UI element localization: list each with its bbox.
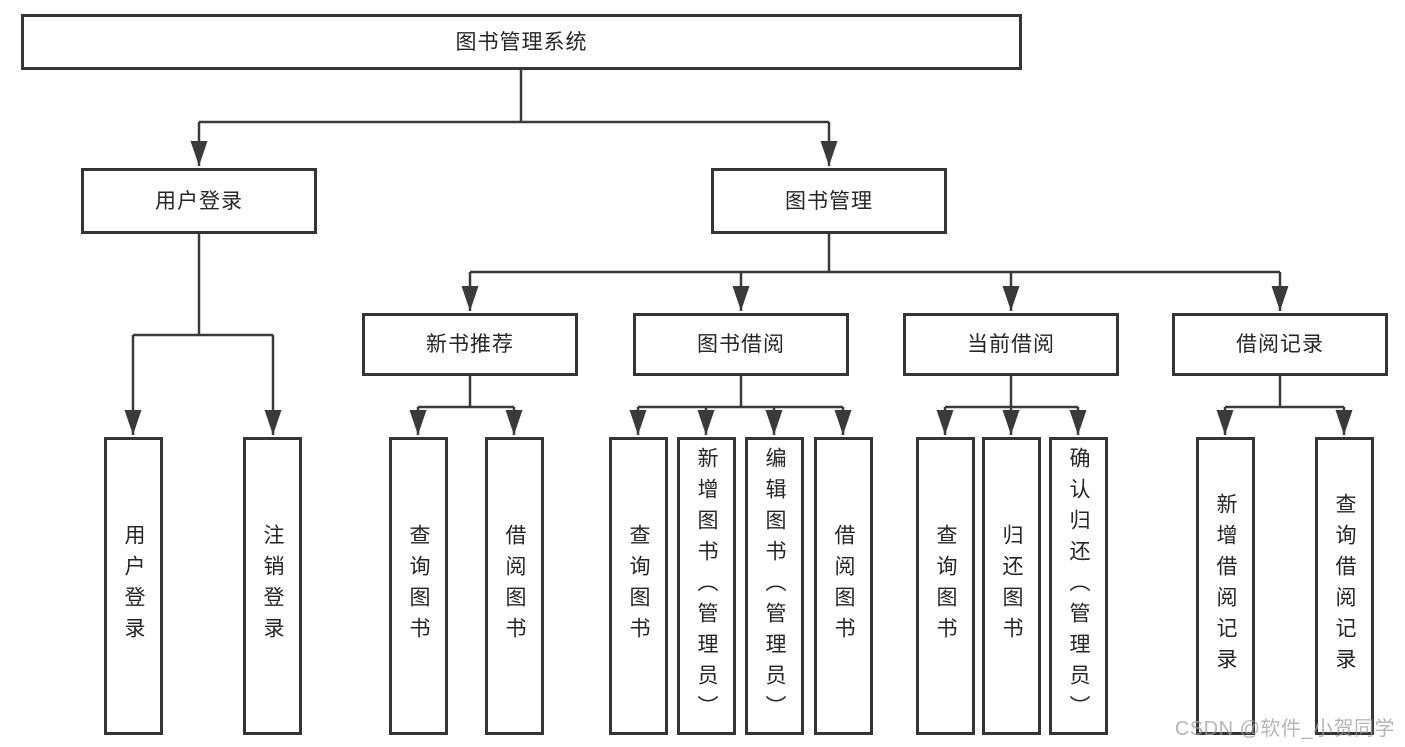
node-borrowing-records: 借阅记录 — [1172, 313, 1388, 376]
node-label: 新书推荐 — [426, 333, 514, 356]
leaf-query-books-borrowing: 查询图书 — [609, 437, 668, 735]
node-new-book-recommend: 新书推荐 — [362, 313, 578, 376]
leaf-logout: 注销登录 — [243, 437, 302, 735]
leaf-add-books-admin: 新增图书（管理员） — [677, 437, 736, 735]
node-library-system: 图书管理系统 — [21, 14, 1022, 70]
node-label: 借阅图书 — [503, 524, 526, 648]
node-label: 借阅图书 — [832, 524, 855, 648]
watermark-text: CSDN @软件_小贺同学 — [1174, 718, 1395, 740]
node-label: 确认归还（管理员） — [1067, 446, 1090, 726]
leaf-query-borrow-record: 查询借阅记录 — [1315, 437, 1374, 735]
leaf-borrow-books-recommend: 借阅图书 — [485, 437, 544, 735]
node-book-borrowing: 图书借阅 — [633, 313, 849, 376]
leaf-user-login: 用户登录 — [104, 437, 163, 735]
node-label: 注销登录 — [261, 524, 284, 648]
leaf-query-books-recommend: 查询图书 — [389, 437, 448, 735]
node-label: 用户登录 — [122, 524, 145, 648]
node-user-login: 用户登录 — [81, 168, 317, 234]
node-book-management: 图书管理 — [711, 168, 947, 234]
leaf-confirm-return-admin: 确认归还（管理员） — [1049, 437, 1108, 735]
node-label: 查询图书 — [627, 524, 650, 648]
leaf-edit-books-admin: 编辑图书（管理员） — [745, 437, 804, 735]
node-label: 图书管理 — [785, 189, 873, 213]
connector-arrows — [124, 122, 1353, 435]
leaf-query-books-current: 查询图书 — [916, 437, 975, 735]
node-label: 查询借阅记录 — [1333, 493, 1356, 679]
node-label: 编辑图书（管理员） — [763, 446, 786, 726]
node-current-borrowing: 当前借阅 — [903, 313, 1119, 376]
node-label: 新增图书（管理员） — [695, 446, 718, 726]
node-label: 新增借阅记录 — [1214, 493, 1237, 679]
node-label: 借阅记录 — [1236, 333, 1324, 356]
node-label: 当前借阅 — [967, 333, 1055, 356]
node-label: 图书管理系统 — [455, 30, 588, 54]
leaf-return-books: 归还图书 — [982, 437, 1041, 735]
leaf-add-borrow-record: 新增借阅记录 — [1196, 437, 1255, 735]
node-label: 归还图书 — [1000, 524, 1023, 648]
node-label: 查询图书 — [934, 524, 957, 648]
leaf-borrow-books-borrowing: 借阅图书 — [814, 437, 873, 735]
node-label: 查询图书 — [407, 524, 430, 648]
node-label: 图书借阅 — [697, 333, 785, 356]
node-label: 用户登录 — [155, 189, 243, 213]
connector-trunks — [133, 70, 1344, 409]
